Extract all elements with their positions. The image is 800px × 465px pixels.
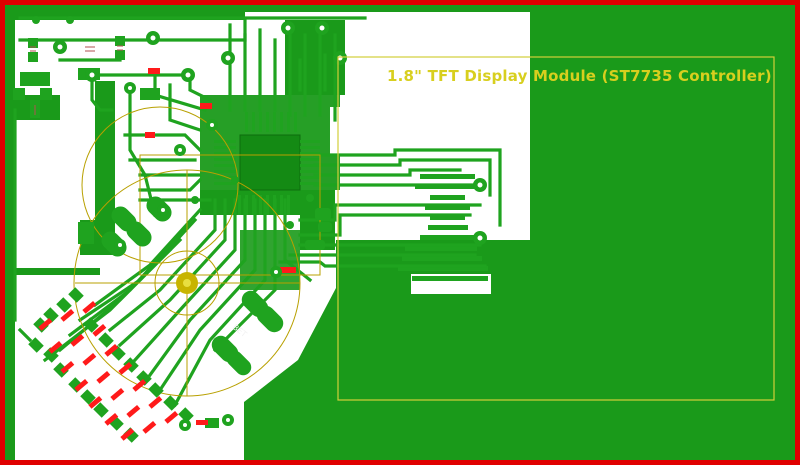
pad-ladder xyxy=(28,68,296,443)
tft-module-outline xyxy=(337,56,775,401)
via-icon xyxy=(32,16,487,431)
mounting-hole-icon xyxy=(176,272,198,294)
chip-icon xyxy=(214,112,320,215)
module-label: 1.8" TFT Display Module (ST7735 Controll… xyxy=(387,67,772,85)
